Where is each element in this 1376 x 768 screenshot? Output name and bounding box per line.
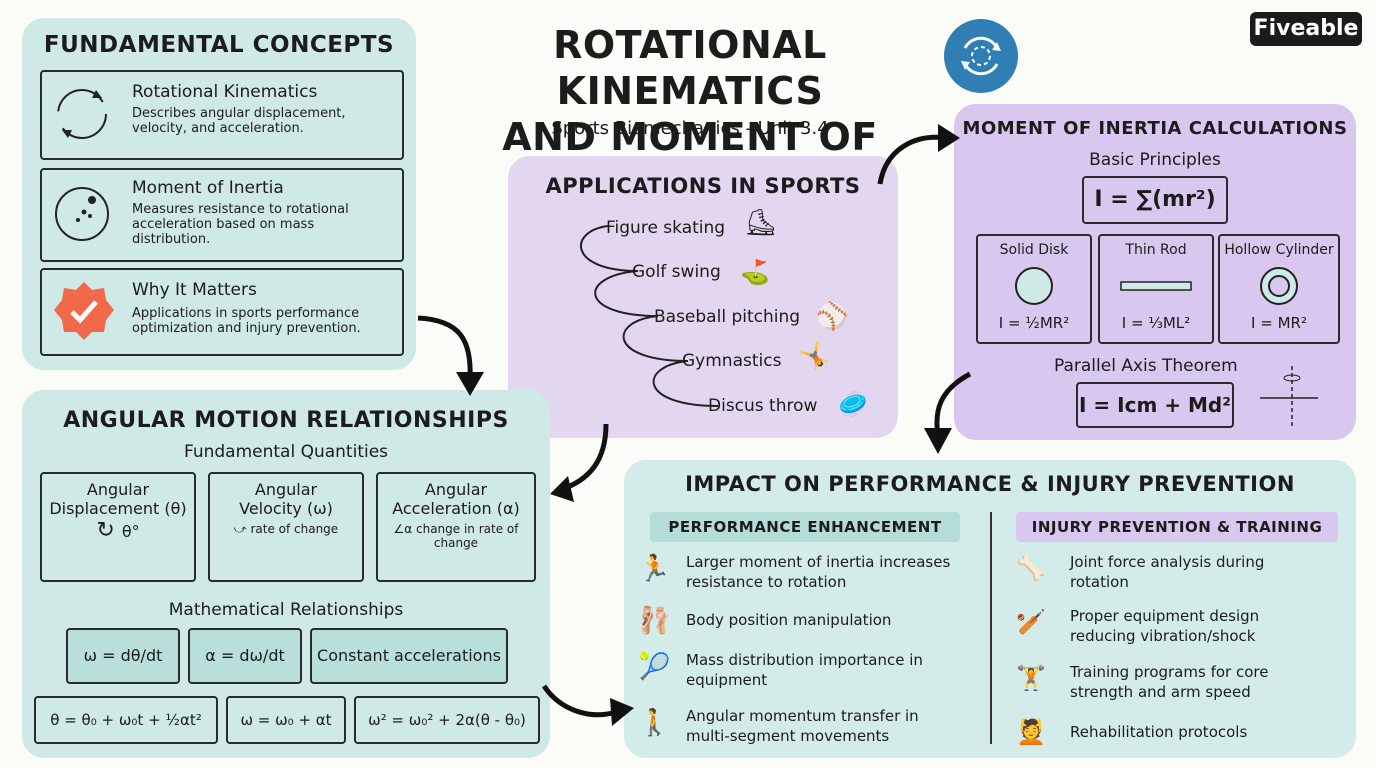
performance-heading: PERFORMANCE ENHANCEMENT xyxy=(650,512,960,542)
pitcher-icon: ⚾ xyxy=(816,302,849,332)
impact-panel: IMPACT ON PERFORMANCE & INJURY PREVENTIO… xyxy=(624,460,1356,758)
arrow-apps-to-angular-icon xyxy=(550,423,609,502)
knee-joint-icon: 🦴 xyxy=(1016,554,1046,582)
app-item-baseball: Baseball pitching xyxy=(654,307,801,327)
golf-icon: ⛳ xyxy=(740,258,770,286)
shape-card-hollow-cylinder: Hollow Cylinder I = MR² xyxy=(1218,234,1340,344)
moi-heading: MOMENT OF INERTIA CALCULATIONS xyxy=(962,118,1348,139)
concept-card-moi: Moment of Inertia Measures resistance to… xyxy=(40,168,404,262)
list-item: 🩰 Body position manipulation xyxy=(638,606,892,636)
spin-athlete-icon: 🏃 xyxy=(638,554,671,584)
angular-heading: ANGULAR MOTION RELATIONSHIPS xyxy=(63,408,509,433)
concept-title: Rotational Kinematics xyxy=(132,82,318,102)
shape-formula: I = ⅓ML² xyxy=(1121,314,1191,332)
equipment-icon: 🏏 xyxy=(1016,608,1046,636)
angular-motion-panel: ANGULAR MOTION RELATIONSHIPS Fundamental… xyxy=(22,390,550,758)
eq-constant: Constant accelerations xyxy=(310,628,508,684)
discus-icon: 🥏 xyxy=(838,390,868,418)
shape-name: Thin Rod xyxy=(1125,242,1187,258)
angle-alpha-icon: ∠α change in rate of change xyxy=(393,522,519,550)
app-item-golf: Golf swing xyxy=(632,262,721,282)
shape-formula: I = ½MR² xyxy=(998,314,1070,332)
gymnast-icon: 🤸 xyxy=(798,342,831,372)
fundamental-concepts-heading: FUNDAMENTAL CONCEPTS xyxy=(43,32,395,58)
eq-kinematic-2: ω = ω₀ + αt xyxy=(226,696,346,744)
shape-card-thin-rod: Thin Rod I = ⅓ML² xyxy=(1098,234,1214,344)
impact-heading: IMPACT ON PERFORMANCE & INJURY PREVENTIO… xyxy=(685,472,1295,496)
quantity-card-displacement: Angular Displacement (θ) ↻ θ° xyxy=(40,472,196,582)
shape-name: Hollow Cylinder xyxy=(1224,242,1334,258)
mass-distribution-icon xyxy=(52,182,114,248)
racket-icon: 🎾 xyxy=(638,652,671,682)
thin-rod-icon xyxy=(1120,281,1192,291)
quantity-card-velocity: Angular Velocity (ω) ⤻ rate of change xyxy=(208,472,364,582)
walking-figure-icon: 🚶 xyxy=(638,708,671,738)
hollow-cylinder-icon xyxy=(1260,267,1298,305)
flow-curve xyxy=(580,225,719,407)
math-relationships-label: Mathematical Relationships xyxy=(168,600,404,620)
shape-name: Solid Disk xyxy=(999,242,1069,258)
fundamental-quantities-label: Fundamental Quantities xyxy=(183,442,389,462)
logo-text: Fiveable xyxy=(1253,16,1359,41)
basic-principles-label: Basic Principles xyxy=(1089,150,1221,170)
check-badge-icon xyxy=(52,280,116,348)
parallel-axis-title: Parallel Axis Theorem xyxy=(1054,356,1238,376)
applications-panel: APPLICATIONS IN SPORTS Figure skating Go… xyxy=(508,156,898,438)
concept-desc: Describes angular displacement,velocity,… xyxy=(132,106,346,136)
shape-card-solid-disk: Solid Disk I = ½MR² xyxy=(976,234,1092,344)
list-item: 💆 Rehabilitation protocols xyxy=(1016,718,1248,746)
parallel-axis-formula: I = Icm + Md² xyxy=(1076,382,1234,428)
fiveable-logo[interactable]: Fiveable xyxy=(1250,12,1362,46)
arrow-apps-to-moi-icon xyxy=(877,124,960,185)
ballet-icon: 🩰 xyxy=(638,606,671,636)
concept-title: Moment of Inertia xyxy=(132,178,284,198)
rotation-logo-icon xyxy=(943,18,1019,94)
column-divider xyxy=(990,512,992,744)
app-item-discus: Discus throw xyxy=(708,396,818,416)
rotate-arrows-icon xyxy=(52,84,112,148)
rehab-icon: 💆 xyxy=(1016,718,1046,746)
basic-formula: I = ∑(mr²) xyxy=(1082,176,1228,224)
app-item-figure-skating: Figure skating xyxy=(606,218,726,238)
eq-omega: ω = dθ/dt xyxy=(66,628,180,684)
app-item-gymnastics: Gymnastics xyxy=(682,351,782,371)
applications-heading: APPLICATIONS IN SPORTS xyxy=(545,174,861,198)
arrow-moi-to-impact-icon xyxy=(924,371,972,454)
quantity-card-acceleration: Angular Acceleration (α) ∠α change in ra… xyxy=(376,472,536,582)
page-subtitle: Sports Biomechanics - Unit 3.4 xyxy=(551,118,829,139)
concept-card-why: Why It Matters Applications in sports pe… xyxy=(40,268,404,356)
concept-title: Why It Matters xyxy=(132,280,257,300)
fundamental-concepts-panel: FUNDAMENTAL CONCEPTS Rotational Kinemati… xyxy=(22,18,416,370)
moi-panel: MOMENT OF INERTIA CALCULATIONS Basic Pri… xyxy=(954,104,1356,440)
weightlifting-icon: 🏋 xyxy=(1016,664,1046,692)
concept-card-rotational: Rotational Kinematics Describes angular … xyxy=(40,70,404,160)
eq-kinematic-1: θ = θ₀ + ω₀t + ½αt² xyxy=(34,696,218,744)
eq-alpha: α = dω/dt xyxy=(188,628,302,684)
eq-kinematic-3: ω² = ω₀² + 2α(θ - θ₀) xyxy=(354,696,540,744)
injury-heading: INJURY PREVENTION & TRAINING xyxy=(1016,512,1338,542)
title-line-1: ROTATIONAL KINEMATICS xyxy=(553,23,827,113)
solid-disk-icon xyxy=(1015,267,1053,305)
theta-rotation-icon: ↻ θ° xyxy=(96,518,140,543)
skater-icon: ⛸ xyxy=(744,208,778,238)
axis-diagram-icon xyxy=(1260,366,1318,426)
shape-formula: I = MR² xyxy=(1251,314,1307,332)
arrow-fundamentals-to-angular-icon xyxy=(417,315,484,396)
curved-arrow-icon: ⤻ rate of change xyxy=(233,522,339,536)
arrow-angular-to-impact-icon xyxy=(541,684,634,726)
